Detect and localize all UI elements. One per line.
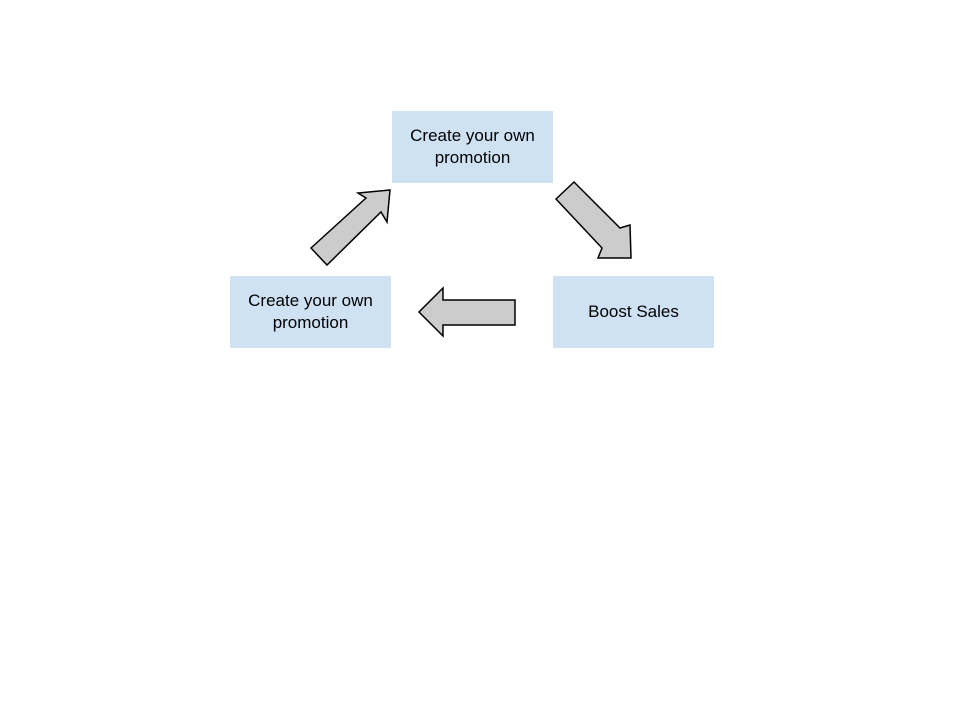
- node-label: Create your own promotion: [410, 126, 535, 167]
- node-label: Create your own promotion: [248, 291, 373, 332]
- arrow-left-icon: [417, 286, 516, 338]
- node-create-promotion-left: Create your own promotion: [230, 276, 391, 348]
- arrow-down-right-icon: [554, 180, 632, 259]
- node-create-promotion-top: Create your own promotion: [392, 111, 553, 183]
- node-boost-sales: Boost Sales: [553, 276, 714, 348]
- arrow-up-right-icon: [309, 189, 391, 267]
- node-label: Boost Sales: [588, 302, 679, 321]
